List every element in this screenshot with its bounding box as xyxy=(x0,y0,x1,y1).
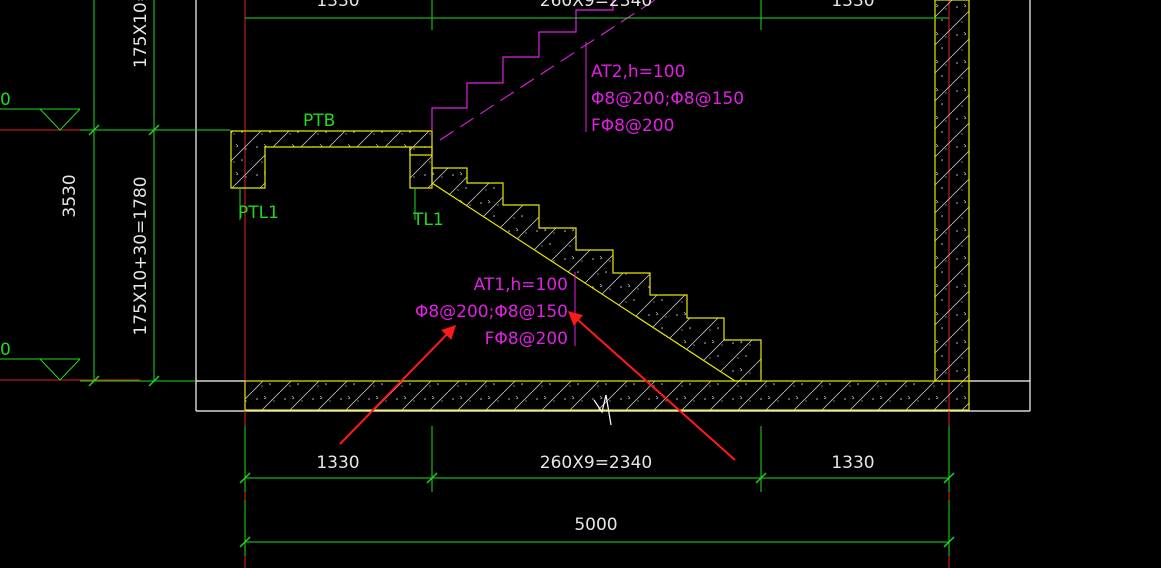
dim-top-right: 1330 xyxy=(831,0,874,11)
at2-dash-line xyxy=(439,0,656,141)
landing-slab-ptb xyxy=(230,130,433,189)
dim-top-mid: 260X9=2340 xyxy=(540,0,652,11)
dim-vertical-total: 3530 xyxy=(60,174,80,217)
callout-arrow-left xyxy=(339,324,456,445)
section-outline xyxy=(195,0,1031,412)
dimension-ticks xyxy=(88,124,955,548)
floor-slab xyxy=(244,380,970,411)
label-at1-rebar: Φ8@200;Φ8@150 xyxy=(415,302,568,322)
elevation-upper: 0 xyxy=(0,90,11,110)
dim-total: 5000 xyxy=(574,515,617,535)
label-ptl1: PTL1 xyxy=(238,203,279,223)
elevation-lower: 0 xyxy=(0,340,11,360)
callout-arrow-right xyxy=(567,311,736,461)
break-symbol xyxy=(593,394,612,426)
label-ptb: PTB xyxy=(303,111,335,131)
dim-vertical-lower: 175X10+30=1780 xyxy=(131,176,151,335)
dimension-lines xyxy=(0,0,950,556)
dim-top-left: 1330 xyxy=(316,0,359,11)
label-at1-title: AT1,h=100 xyxy=(474,275,568,295)
dim-bottom-right: 1330 xyxy=(831,453,874,473)
label-at2-rebar: Φ8@200;Φ8@150 xyxy=(591,89,744,109)
flight-at2 xyxy=(431,0,614,131)
label-at2-title: AT2,h=100 xyxy=(591,62,685,82)
beam-tl1 xyxy=(409,146,433,189)
label-at2-rebar-bottom: FΦ8@200 xyxy=(591,116,674,136)
dim-vertical-upper: 175X10= xyxy=(131,0,151,68)
label-at1-rebar-bottom: FΦ8@200 xyxy=(485,329,568,349)
annotation-leaders xyxy=(574,42,587,346)
dim-bottom-mid: 260X9=2340 xyxy=(540,453,652,473)
callout-arrows xyxy=(339,311,736,461)
label-tl1: TL1 xyxy=(412,210,444,230)
flight-at1 xyxy=(431,167,762,382)
right-wall xyxy=(934,0,970,382)
dim-bottom-left: 1330 xyxy=(316,453,359,473)
